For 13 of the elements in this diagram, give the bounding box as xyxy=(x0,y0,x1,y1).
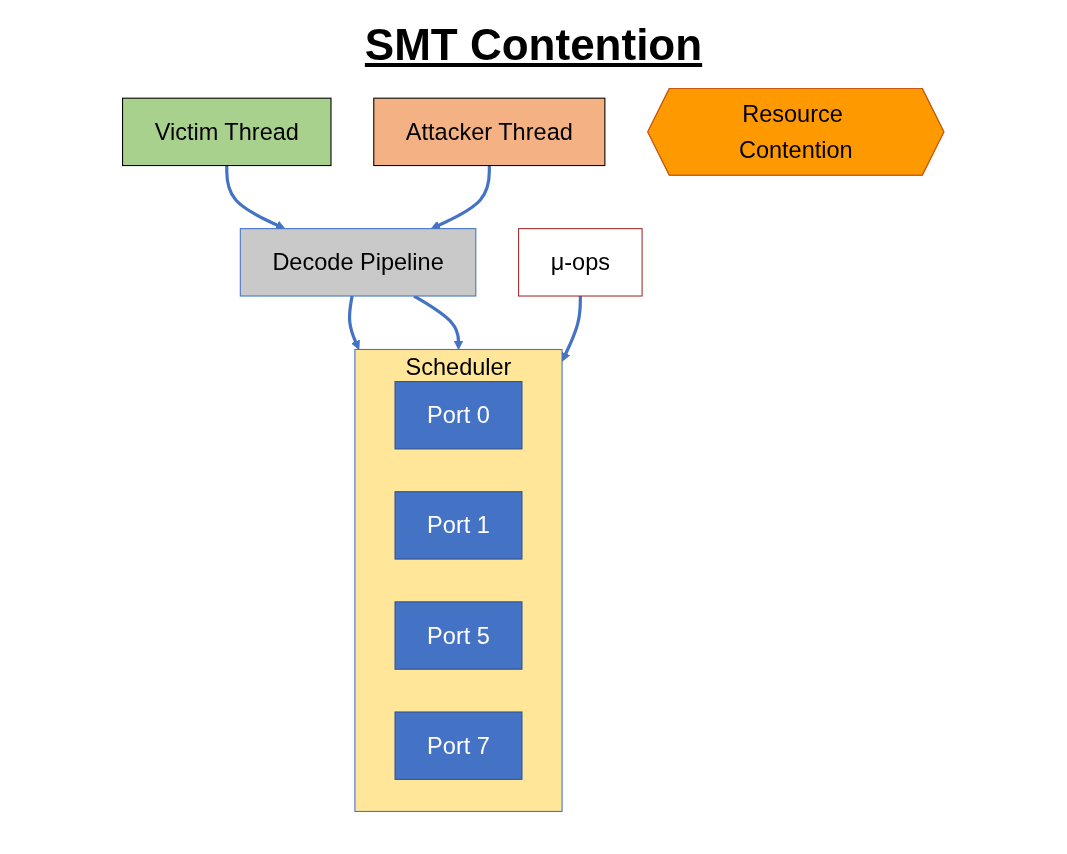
node-box: Port 7 xyxy=(394,711,523,780)
arrow xyxy=(225,165,286,230)
node-box: Port 5 xyxy=(394,601,523,670)
diagram-title: SMT Contention xyxy=(363,20,704,70)
arrow xyxy=(431,165,492,230)
node-box: Port 1 xyxy=(394,491,523,560)
node-box: μ-ops xyxy=(518,228,643,297)
arrow xyxy=(561,296,583,362)
arrow xyxy=(348,295,361,350)
node-box: Victim Thread xyxy=(122,97,332,167)
node-box: Decode Pipeline xyxy=(240,228,477,297)
node-box: Attacker Thread xyxy=(373,97,606,167)
node-box: Port 0 xyxy=(394,381,523,450)
